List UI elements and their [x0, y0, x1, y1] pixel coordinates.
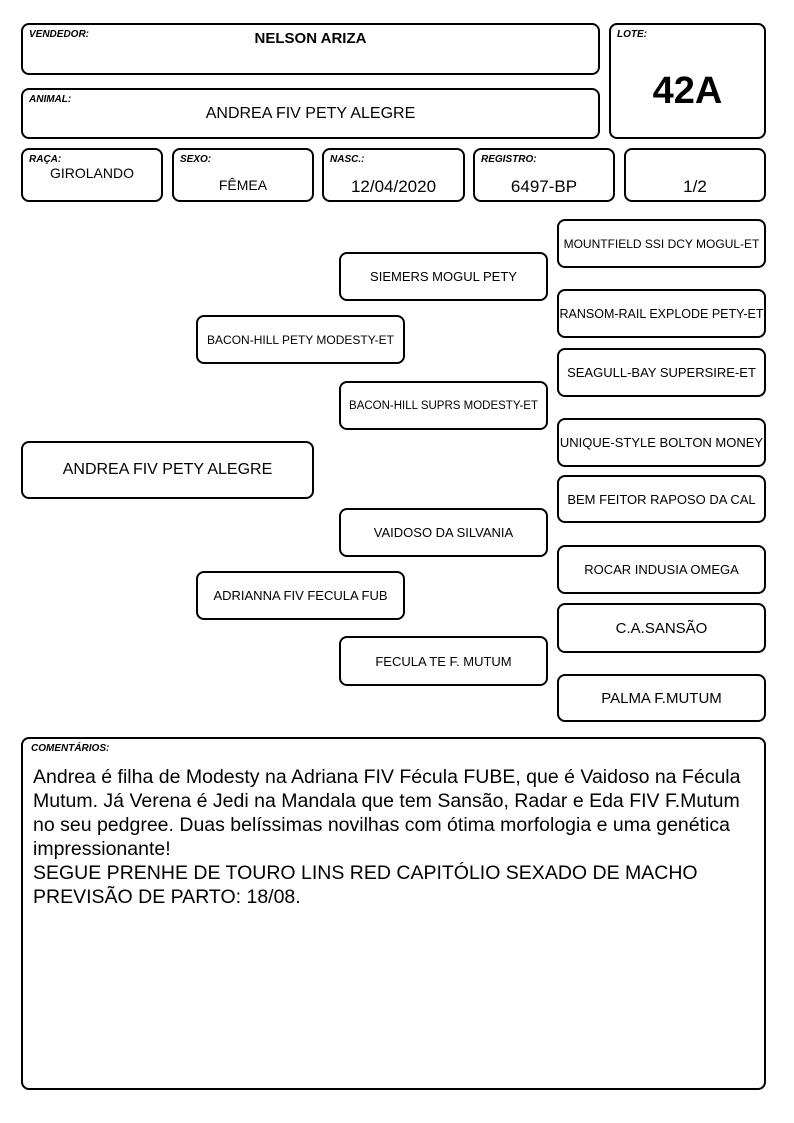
vendedor-label: VENDEDOR: [29, 29, 90, 40]
comments-due-date-line: PREVISÃO DE PARTO: 18/08. [33, 886, 301, 908]
pedigree-ggp-8: PALMA F.MUTUM [557, 674, 766, 722]
registro-box: REGISTRO: 6497-BP [473, 148, 615, 202]
sexo-box: SEXO: FÊMEA [172, 148, 314, 202]
nasc-value: 12/04/2020 [350, 177, 437, 196]
pedigree-animal: ANDREA FIV PETY ALEGRE [21, 441, 314, 499]
pedigree-sire: BACON-HILL PETY MODESTY-ET [196, 315, 405, 364]
sexo-label: SEXO: [180, 154, 212, 165]
pedigree-dam-dam: FECULA TE F. MUTUM [339, 636, 548, 686]
comments-text: Andrea é filha de Modesty na Adriana FIV… [33, 765, 754, 909]
lote-value: 42A [652, 70, 723, 112]
pedigree-ggp-1: MOUNTFIELD SSI DCY MOGUL-ET [557, 219, 766, 268]
pedigree-sire-dam: BACON-HILL SUPRS MODESTY-ET [339, 381, 548, 430]
nasc-label: NASC.: [330, 154, 365, 165]
pedigree-ggp-3: SEAGULL-BAY SUPERSIRE-ET [557, 348, 766, 397]
pedigree-dam-sire: VAIDOSO DA SILVANIA [339, 508, 548, 557]
fraction-value: 1/2 [683, 177, 707, 196]
lote-box: LOTE: 42A [609, 23, 766, 139]
sexo-value: FÊMEA [218, 177, 268, 193]
lote-label: LOTE: [617, 29, 647, 40]
pedigree-ggp-6: ROCAR INDUSIA OMEGA [557, 545, 766, 594]
fraction-box: 1/2 [624, 148, 766, 202]
comments-paragraph: Andrea é filha de Modesty na Adriana FIV… [33, 766, 746, 860]
pedigree-dam: ADRIANNA FIV FECULA FUB [196, 571, 405, 620]
raca-value: GIROLANDO [49, 165, 134, 181]
raca-box: RAÇA: GIROLANDO [21, 148, 163, 202]
pedigree-ggp-5: BEM FEITOR RAPOSO DA CAL [557, 475, 766, 523]
animal-value: ANDREA FIV PETY ALEGRE [205, 105, 416, 122]
pedigree-ggp-2: RANSOM-RAIL EXPLODE PETY-ET [557, 289, 766, 338]
pedigree-ggp-4: UNIQUE-STYLE BOLTON MONEY [557, 418, 766, 467]
animal-box: ANIMAL: ANDREA FIV PETY ALEGRE [21, 88, 600, 139]
pedigree-ggp-7: C.A.SANSÃO [557, 603, 766, 653]
registro-value: 6497-BP [510, 177, 578, 196]
animal-label: ANIMAL: [29, 94, 72, 105]
comments-box: COMENTÁRIOS: Andrea é filha de Modesty n… [21, 737, 766, 1090]
registro-label: REGISTRO: [481, 154, 537, 165]
vendedor-value: NELSON ARIZA [254, 30, 367, 47]
nasc-box: NASC.: 12/04/2020 [322, 148, 465, 202]
vendedor-box: VENDEDOR: NELSON ARIZA [21, 23, 600, 75]
comments-label: COMENTÁRIOS: [31, 743, 110, 754]
pedigree-sire-sire: SIEMERS MOGUL PETY [339, 252, 548, 301]
raca-label: RAÇA: [29, 154, 62, 165]
comments-pregnancy-line: SEGUE PRENHE DE TOURO LINS RED CAPITÓLIO… [33, 862, 698, 884]
